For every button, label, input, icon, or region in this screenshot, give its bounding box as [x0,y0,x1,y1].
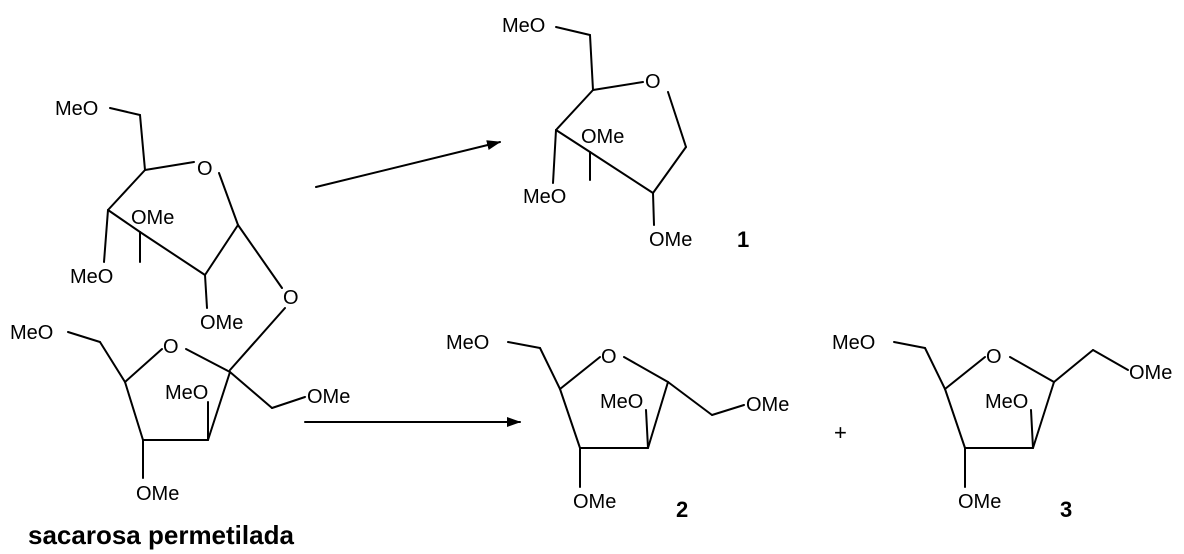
product-3-ome-c1: OMe [1129,362,1172,384]
sucrose-caption: sacarosa permetilada [28,520,294,550]
product-2-meo-c3: MeO [600,391,643,413]
sucrose-ome-c3: OMe [131,207,174,229]
compound-1-number: 1 [737,227,749,252]
sucrose-glucose-ring [103,107,286,371]
product-3-meo-c6: MeO [832,332,875,354]
sucrose-ome-c1-fructose: OMe [307,386,350,408]
sucrose-ring-oxygen-pyranose: O [197,158,213,180]
product-1-ome-c2: OMe [649,229,692,251]
sucrose-meo-c4: MeO [70,266,113,288]
product-1-ring-oxygen: O [645,71,661,93]
sucrose-ome-c4-fructose: OMe [136,483,179,505]
sucrose-fructose-ring [67,331,306,479]
product-1-meo-c6: MeO [502,15,545,37]
product-3-ring-oxygen: O [986,346,1002,368]
product-3-ring [893,341,1129,488]
sucrose-ome-c2: OMe [200,312,243,334]
compound-3-number: 3 [1060,497,1072,522]
product-1-meo-c4: MeO [523,186,566,208]
product-1-ome-c3: OMe [581,126,624,148]
product-2-ome-c1: OMe [746,394,789,416]
sucrose-ring-oxygen-furanose: O [163,336,179,358]
product-2-ring [507,341,745,488]
sucrose-glycosidic-oxygen: O [283,287,299,309]
product-2-meo-c6: MeO [446,332,489,354]
product-1-ring [552,26,687,226]
product-3-ome-c4: OMe [958,491,1001,513]
arrow-to-product-1 [315,140,501,188]
sucrose-meo-c6-fructose: MeO [10,322,53,344]
plus-sign: + [834,420,847,445]
sucrose-meo-c6: MeO [55,98,98,120]
product-2-ome-c4: OMe [573,491,616,513]
product-3-meo-c3: MeO [985,391,1028,413]
compound-2-number: 2 [676,497,688,522]
product-2-ring-oxygen: O [601,346,617,368]
sucrose-meo-c3-fructose: MeO [165,382,208,404]
